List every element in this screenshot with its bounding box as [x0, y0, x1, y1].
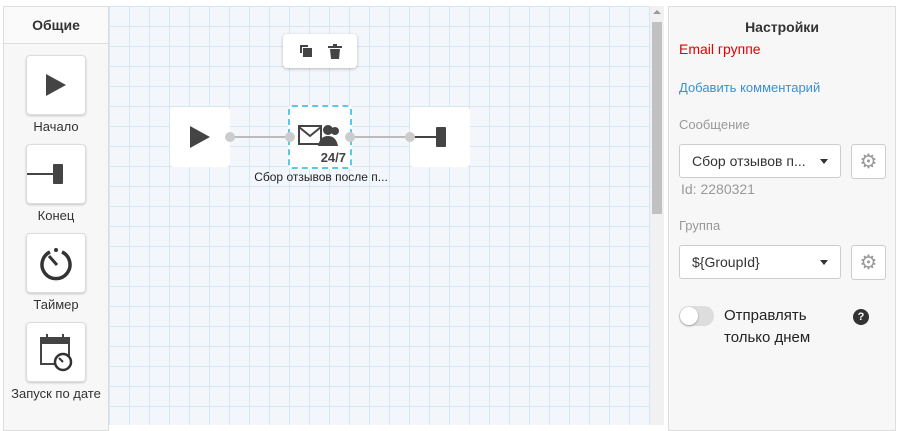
group-select[interactable]: ${GroupId}	[679, 245, 841, 279]
add-comment-link[interactable]: Добавить комментарий	[679, 80, 821, 95]
end-icon	[410, 127, 446, 147]
toggle-label: Отправлять только днем	[724, 307, 811, 346]
help-icon[interactable]: ?	[853, 309, 869, 325]
chevron-down-icon	[820, 159, 828, 168]
message-id: Id: 2280321	[681, 181, 755, 197]
port[interactable]	[225, 132, 235, 142]
node-email-group[interactable]: 24/7	[288, 105, 352, 169]
copy-icon[interactable]	[299, 44, 313, 58]
toolbox-panel: Общие Начало Конец Таймер Запуск по дате	[3, 6, 109, 431]
node-toolbar	[283, 34, 357, 68]
settings-panel: Настройки Email группе Добавить коммента…	[668, 6, 896, 431]
email-group-icon	[298, 125, 339, 146]
trash-icon[interactable]	[327, 43, 342, 59]
tool-end[interactable]	[26, 144, 86, 204]
message-settings-button[interactable]: ⚙	[851, 144, 886, 179]
message-value: Сбор отзывов п...	[692, 153, 806, 169]
port[interactable]	[285, 132, 295, 142]
node-label: Сбор отзывов после п...	[254, 170, 388, 184]
play-icon	[190, 126, 210, 148]
tool-timer[interactable]	[26, 233, 86, 293]
message-label: Сообщение	[679, 117, 750, 132]
port[interactable]	[405, 132, 415, 142]
tool-start[interactable]	[26, 55, 86, 115]
node-type: Email группе	[679, 41, 761, 57]
tool-timer-label: Таймер	[33, 297, 79, 312]
timer-icon	[40, 248, 72, 281]
tool-date-start[interactable]	[26, 322, 86, 382]
chevron-down-icon	[820, 260, 828, 269]
node-start[interactable]	[170, 107, 230, 167]
badge-24-7: 24/7	[320, 150, 346, 165]
group-label: Группа	[679, 218, 721, 233]
tab-general[interactable]: Общие	[4, 7, 108, 44]
tool-end-label: Конец	[37, 208, 75, 223]
flow-canvas[interactable]: 24/7 Сбор отзывов после п...	[109, 6, 664, 425]
port[interactable]	[345, 132, 355, 142]
group-settings-button[interactable]: ⚙	[851, 245, 886, 280]
scrollbar[interactable]	[650, 6, 664, 425]
message-select[interactable]: Сбор отзывов п...	[679, 144, 841, 178]
play-icon	[46, 74, 66, 96]
group-value: ${GroupId}	[692, 254, 760, 270]
tool-date-start-label: Запуск по дате	[11, 386, 101, 401]
gear-icon: ⚙	[859, 252, 878, 274]
end-icon	[27, 164, 63, 184]
gear-icon: ⚙	[859, 151, 878, 173]
calendar-timer-icon	[40, 334, 73, 372]
daytime-toggle[interactable]	[679, 306, 714, 326]
scrollbar-thumb[interactable]	[652, 22, 662, 214]
settings-title: Настройки	[745, 19, 819, 35]
tool-start-label: Начало	[33, 119, 79, 134]
node-end[interactable]	[410, 107, 470, 167]
